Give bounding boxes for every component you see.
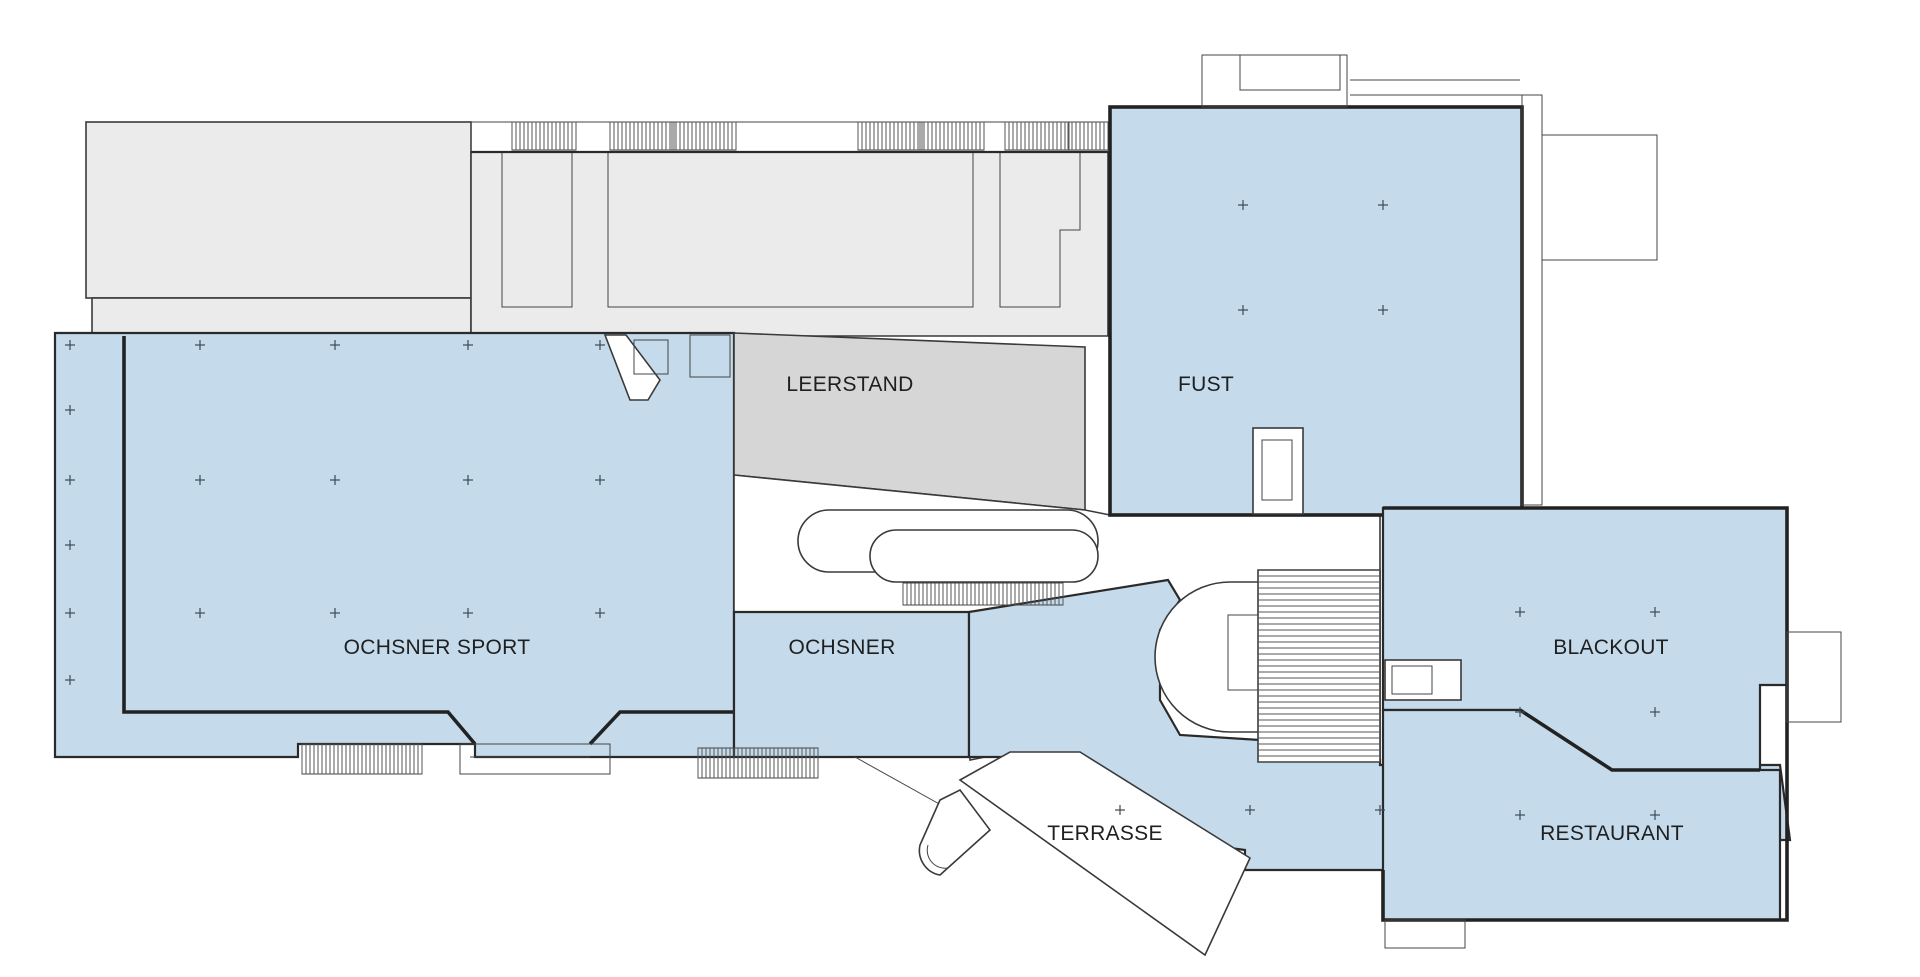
- vent-grilles-top: [511, 121, 1133, 151]
- column-grid: [65, 200, 1660, 820]
- service-area: [85, 121, 1109, 337]
- vent-grilles-bottom: [301, 743, 819, 779]
- side-entrance-right[interactable]: [1786, 631, 1842, 723]
- label-ochsner-sport: OCHSNER SPORT: [344, 636, 531, 659]
- elevator[interactable]: [1252, 427, 1304, 515]
- terrasse[interactable]: [958, 751, 1252, 957]
- label-fust: FUST: [1178, 373, 1234, 396]
- shop-fust[interactable]: [1108, 105, 1524, 517]
- blackout-outline: [1381, 506, 1789, 922]
- terrace-stairs[interactable]: [918, 788, 992, 876]
- label-leerstand: LEERSTAND: [786, 373, 913, 396]
- shop-ochsner[interactable]: [732, 610, 971, 759]
- escalator-loop[interactable]: [797, 509, 1099, 606]
- inner-wall-2: [588, 710, 734, 746]
- inner-wall: [122, 336, 477, 746]
- restaurant-stair: [1384, 919, 1466, 949]
- storage-block: [85, 121, 472, 299]
- elevator-2[interactable]: [1384, 659, 1462, 701]
- label-ochsner: OCHSNER: [788, 636, 895, 659]
- label-terrasse: TERRASSE: [1047, 822, 1163, 845]
- fust-stairs: [1201, 54, 1658, 506]
- storage-strip: [91, 297, 472, 335]
- atrium-escalators[interactable]: [1154, 569, 1381, 763]
- blackout-restaurant-wall: [1519, 708, 1760, 772]
- label-restaurant: RESTAURANT: [1540, 822, 1684, 845]
- service-corridor: [470, 151, 1109, 337]
- ochsner-core: [603, 334, 731, 401]
- label-blackout: BLACKOUT: [1553, 636, 1669, 659]
